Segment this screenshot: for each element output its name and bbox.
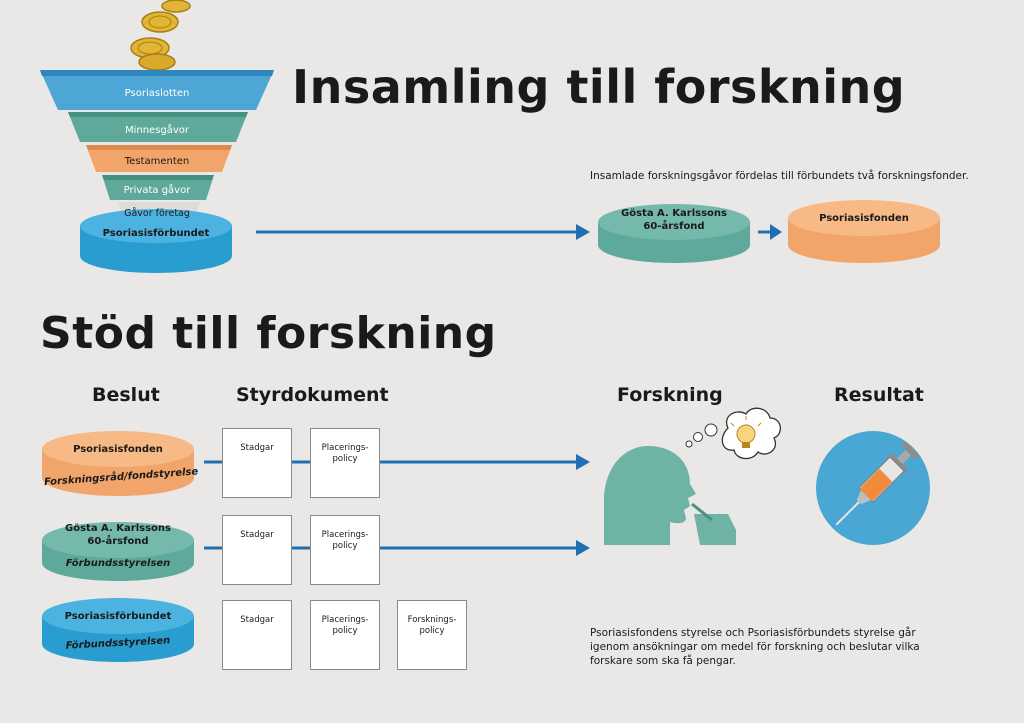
doc-forskningspolicy-row3: Forsknings- policy xyxy=(397,600,467,670)
doc-label-line1: Placerings- xyxy=(322,530,369,540)
doc-label-line2: policy xyxy=(332,454,357,464)
doc-placeringspolicy-row1: Placerings- policy xyxy=(310,428,380,498)
doc-stadgar-row3: Stadgar xyxy=(222,600,292,670)
column-header-decision: Beslut xyxy=(92,384,160,406)
fund-gosta-label-line1: Gösta A. Karlssons xyxy=(606,207,742,220)
decision-2-board: Förbundsstyrelsen xyxy=(50,557,186,570)
coins-icon xyxy=(131,0,190,70)
doc-label: Stadgar xyxy=(240,530,273,540)
fund-gosta-label-line2: 60-årsfond xyxy=(606,220,742,233)
doc-label: Stadgar xyxy=(240,615,273,625)
decision-2-name-line2: 60-årsfond xyxy=(50,535,186,548)
arrow-between-funds xyxy=(758,224,782,240)
doc-stadgar-row1: Stadgar xyxy=(222,428,292,498)
syringe-icon xyxy=(816,431,930,545)
footer-description: Psoriasisfondens styrelse och Psoriasisf… xyxy=(590,626,920,668)
arrow-to-funds xyxy=(256,224,590,240)
doc-label-line1: Placerings- xyxy=(322,443,369,453)
funnel-layer-minnesgavor: Minnesgåvor xyxy=(100,124,214,137)
researcher-thinking-icon xyxy=(604,408,780,545)
fund-psoriasisfonden-label: Psoriasisfonden xyxy=(796,212,932,225)
doc-placeringspolicy-row3: Placerings- policy xyxy=(310,600,380,670)
doc-label-line2: policy xyxy=(332,541,357,551)
funnel-layer-testamenten: Testamenten xyxy=(100,155,214,168)
doc-label-line2: policy xyxy=(332,626,357,636)
support-title: Stöd till forskning xyxy=(40,308,497,359)
funnel-layer-psoriaslotten: Psoriaslotten xyxy=(100,87,214,100)
fund-psoriasisfonden-cylinder xyxy=(788,200,940,263)
column-header-result: Resultat xyxy=(834,384,924,406)
column-header-research: Forskning xyxy=(617,384,723,406)
doc-placeringspolicy-row2: Placerings- policy xyxy=(310,515,380,585)
decision-1-name: Psoriasisfonden xyxy=(50,443,186,456)
column-header-documents: Styrdokument xyxy=(236,384,389,406)
doc-label-line2: policy xyxy=(419,626,444,636)
funnel-layer-privata-gavor: Privata gåvor xyxy=(100,184,214,197)
doc-label-line1: Forsknings- xyxy=(408,615,457,625)
funnel-base-label: Psoriasisförbundet xyxy=(86,227,226,240)
collection-title: Insamling till forskning xyxy=(292,60,905,114)
funds-description: Insamlade forskningsgåvor fördelas till … xyxy=(590,170,969,182)
doc-label: Stadgar xyxy=(240,443,273,453)
decision-2-name-line1: Gösta A. Karlssons xyxy=(50,522,186,535)
doc-stadgar-row2: Stadgar xyxy=(222,515,292,585)
funnel-layer-gavor-foretag: Gåvor företag xyxy=(100,207,214,220)
doc-label-line1: Placerings- xyxy=(322,615,369,625)
decision-3-name: Psoriasisförbundet xyxy=(50,610,186,623)
